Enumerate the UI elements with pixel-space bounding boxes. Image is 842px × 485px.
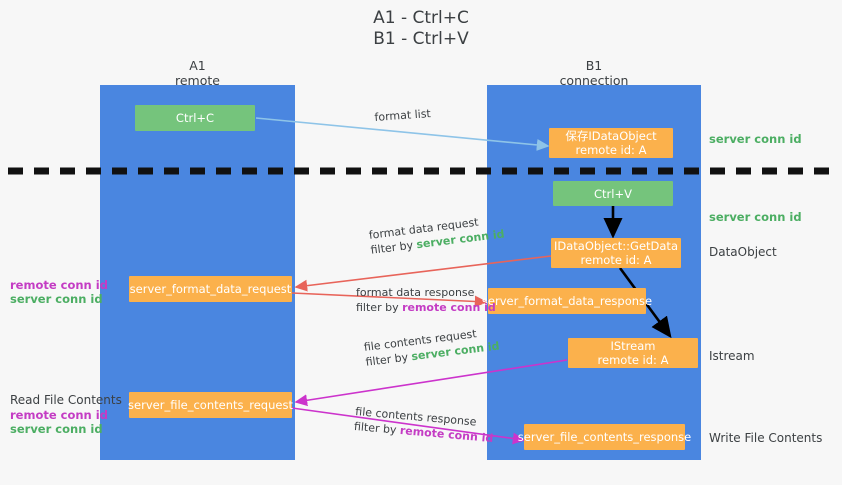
node-idataobject-getdata[interactable]: IDataObject::GetData remote id: A — [551, 238, 681, 268]
node-ctrl-c-label: Ctrl+C — [175, 111, 215, 125]
side-label-istream: Istream — [709, 349, 755, 363]
edge-label-format-list: format list — [374, 106, 431, 125]
side-label-server-conn-id-1: server conn id — [709, 132, 802, 146]
diagram-title: A1 - Ctrl+C B1 - Ctrl+V — [0, 8, 842, 50]
node-getdata-line1: IDataObject::GetData — [553, 239, 678, 253]
edge-label-format-data-response-filter-prefix: filter by — [356, 301, 403, 314]
column-a1-name: A1 — [189, 58, 206, 73]
title-line-2: B1 - Ctrl+V — [373, 29, 469, 49]
column-b1-sub: connection — [559, 73, 629, 88]
node-server-file-contents-request[interactable]: server_file_contents_request — [128, 392, 293, 418]
node-server-format-data-response-label: server_format_data_response — [481, 294, 653, 308]
node-istream-line1: IStream — [610, 339, 656, 353]
node-getdata-line2: remote id: A — [580, 253, 652, 267]
edge-label-format-data-request: format data request filter by server con… — [368, 212, 505, 258]
node-server-format-data-request[interactable]: server_format_data_request — [129, 276, 292, 302]
left-annotation-group-1: remote conn id server conn id — [10, 278, 108, 306]
node-istream-line2: remote id: A — [597, 353, 669, 367]
column-a1-sub: remote — [175, 73, 220, 88]
node-server-file-contents-response-label: server_file_contents_response — [517, 430, 692, 444]
column-header-b1: B1 connection — [487, 58, 701, 88]
node-save-idataobject[interactable]: 保存IDataObject remote id: A — [549, 128, 673, 158]
column-b1-name: B1 — [585, 58, 603, 73]
node-istream[interactable]: IStream remote id: A — [568, 338, 698, 368]
node-ctrl-v[interactable]: Ctrl+V — [553, 181, 673, 206]
edge-label-format-list-line1: format list — [374, 107, 432, 124]
left-remote-conn-id-1: remote conn id — [10, 278, 108, 292]
node-save-idataobject-line2: remote id: A — [575, 143, 647, 157]
left-server-conn-id-1: server conn id — [10, 292, 103, 306]
edge-label-format-data-response-filter-value: remote conn id — [402, 301, 496, 314]
edge-label-format-data-request-filter-prefix: filter by — [369, 238, 418, 257]
node-server-file-contents-request-label: server_file_contents_request — [128, 398, 293, 412]
edge-label-format-data-response-line2: filter by remote conn id — [356, 300, 496, 315]
side-label-write-file-contents: Write File Contents — [709, 431, 823, 445]
side-label-server-conn-id-2: server conn id — [709, 210, 802, 224]
node-save-idataobject-line1: 保存IDataObject — [565, 129, 657, 143]
side-label-dataobject: DataObject — [709, 245, 777, 259]
edge-label-file-contents-request: file contents request filter by server c… — [363, 324, 500, 370]
title-line-1: A1 - Ctrl+C — [373, 8, 469, 28]
node-server-file-contents-response[interactable]: server_file_contents_response — [518, 424, 691, 450]
column-header-a1: A1 remote — [100, 58, 295, 88]
node-ctrl-c[interactable]: Ctrl+C — [135, 105, 255, 131]
node-ctrl-v-label: Ctrl+V — [594, 186, 632, 201]
edge-label-format-data-response-line1: format data response — [356, 286, 475, 299]
left-annotation-group-2: Read File Contents remote conn id server… — [10, 392, 122, 436]
edge-label-file-contents-request-filter-prefix: filter by — [364, 350, 413, 369]
left-server-conn-id-2: server conn id — [10, 422, 103, 436]
edge-label-file-contents-response-filter-prefix: filter by — [353, 419, 401, 437]
node-server-format-data-request-label: server_format_data_request — [129, 282, 292, 296]
node-server-format-data-response[interactable]: server_format_data_response — [482, 288, 652, 314]
edge-label-format-data-response: format data response filter by remote co… — [356, 285, 496, 315]
edge-label-file-contents-response: file contents response filter by remote … — [353, 404, 495, 446]
left-read-file-contents-heading: Read File Contents — [10, 393, 122, 407]
left-remote-conn-id-2: remote conn id — [10, 408, 108, 422]
